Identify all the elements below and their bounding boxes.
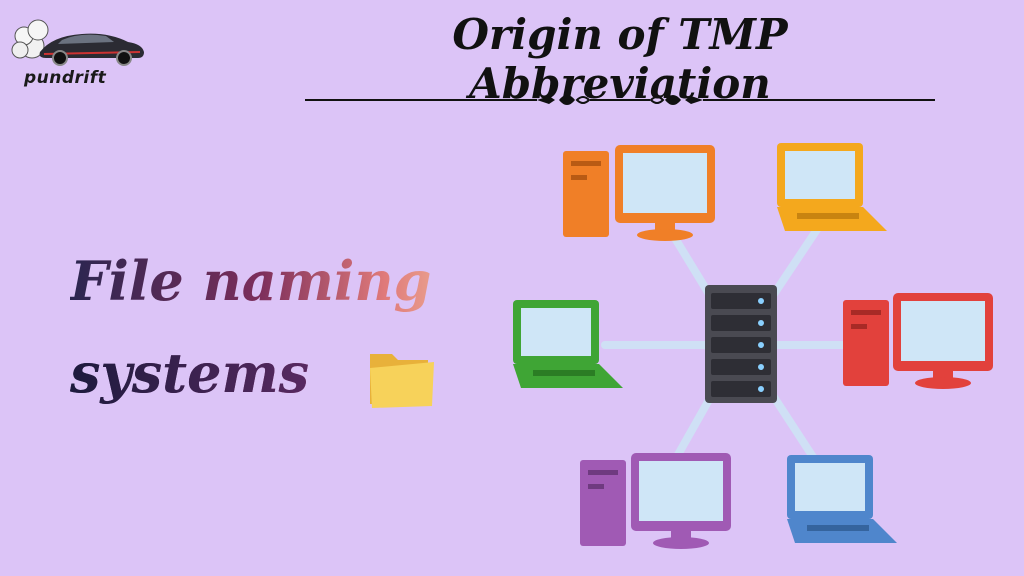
brand-logo: pundrift <box>10 12 150 90</box>
network-diagram <box>513 143 993 549</box>
desktop-orange-icon <box>563 145 715 241</box>
folder-icon <box>370 354 434 408</box>
section-heading: File naming systems <box>70 235 490 419</box>
laptop-green-icon <box>513 300 623 388</box>
car-logo-icon <box>11 19 144 66</box>
server-icon <box>705 285 777 403</box>
heading-line-1: File naming <box>70 249 432 313</box>
brand-name: pundrift <box>24 68 107 88</box>
heading-line-2: systems <box>70 327 490 419</box>
ornamental-divider <box>305 95 935 105</box>
laptop-yellow-icon <box>777 143 887 231</box>
desktop-red-icon <box>843 293 993 389</box>
laptop-blue-icon <box>787 455 897 543</box>
desktop-purple-icon <box>580 453 731 549</box>
